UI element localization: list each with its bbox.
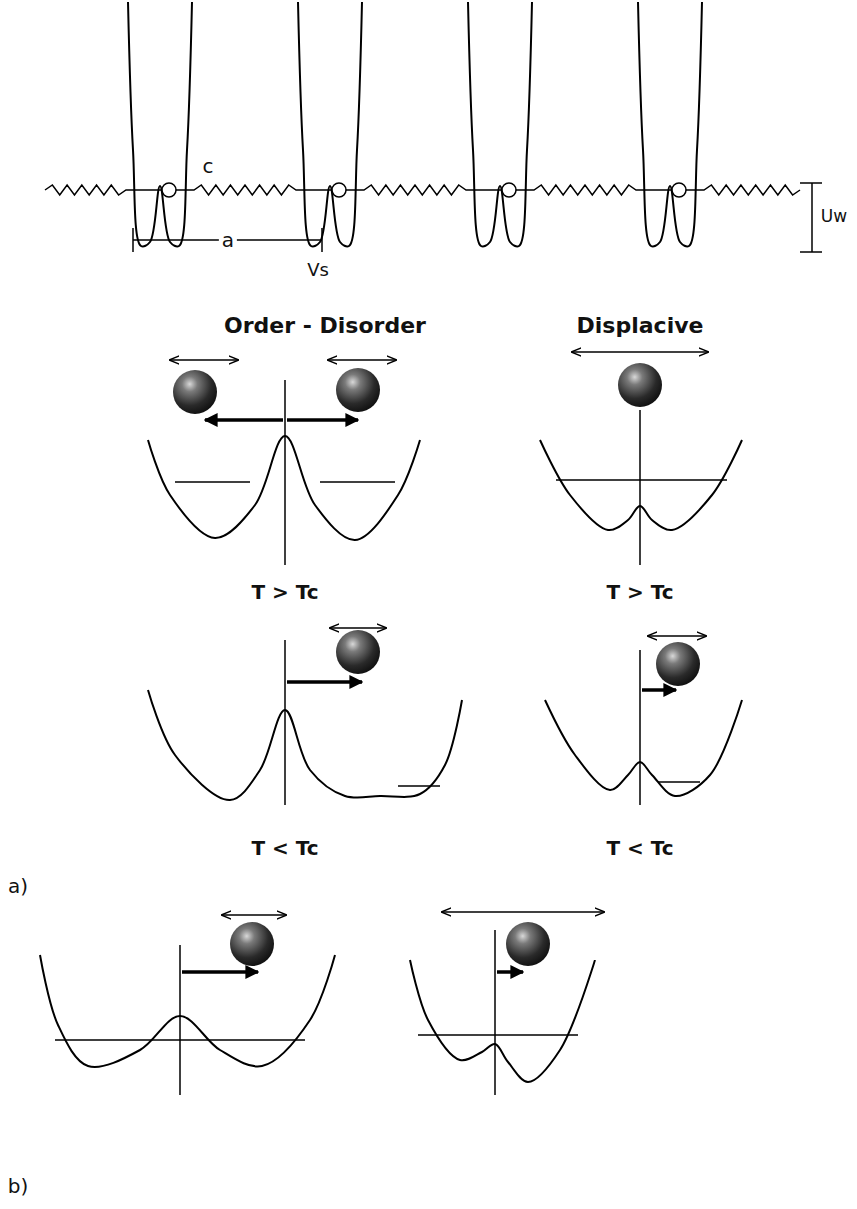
temperature-label: T < Tc: [606, 837, 673, 859]
section-heading: Displacive: [577, 314, 704, 338]
panel-label: b): [8, 1175, 29, 1197]
particle: [332, 183, 346, 197]
atom-balls: [173, 363, 700, 966]
spring: [45, 185, 160, 195]
well-depth-label: Uw: [821, 207, 847, 226]
particle-circles: [162, 183, 686, 197]
potential-label: Vs: [307, 260, 329, 280]
temperature-label: T > Tc: [251, 581, 318, 603]
potential-curves: [40, 2, 742, 1082]
spring: [670, 185, 800, 195]
panel-label: a): [8, 875, 28, 897]
particle: [672, 183, 686, 197]
spring: [330, 185, 500, 195]
potential-well: [540, 440, 742, 530]
potential-well: [468, 2, 532, 246]
guide-lines: [55, 183, 822, 1095]
temperature-label: T < Tc: [251, 837, 318, 859]
potential-well: [148, 690, 462, 800]
spring: [500, 185, 670, 195]
potential-well: [545, 700, 742, 796]
potential-well: [40, 955, 335, 1067]
section-heading: Order - Disorder: [224, 314, 426, 338]
potential-well: [128, 2, 192, 246]
spring-constant-label: c: [203, 155, 214, 177]
particle: [162, 183, 176, 197]
potential-well: [148, 436, 420, 540]
potential-well: [410, 960, 595, 1082]
potential-well: [298, 2, 362, 246]
temperature-label: T > Tc: [606, 581, 673, 603]
lattice-spacing-label: a: [219, 229, 237, 251]
potential-well: [638, 2, 702, 246]
displacement-arrows: [170, 352, 708, 972]
particle: [502, 183, 516, 197]
spring: [160, 185, 330, 195]
